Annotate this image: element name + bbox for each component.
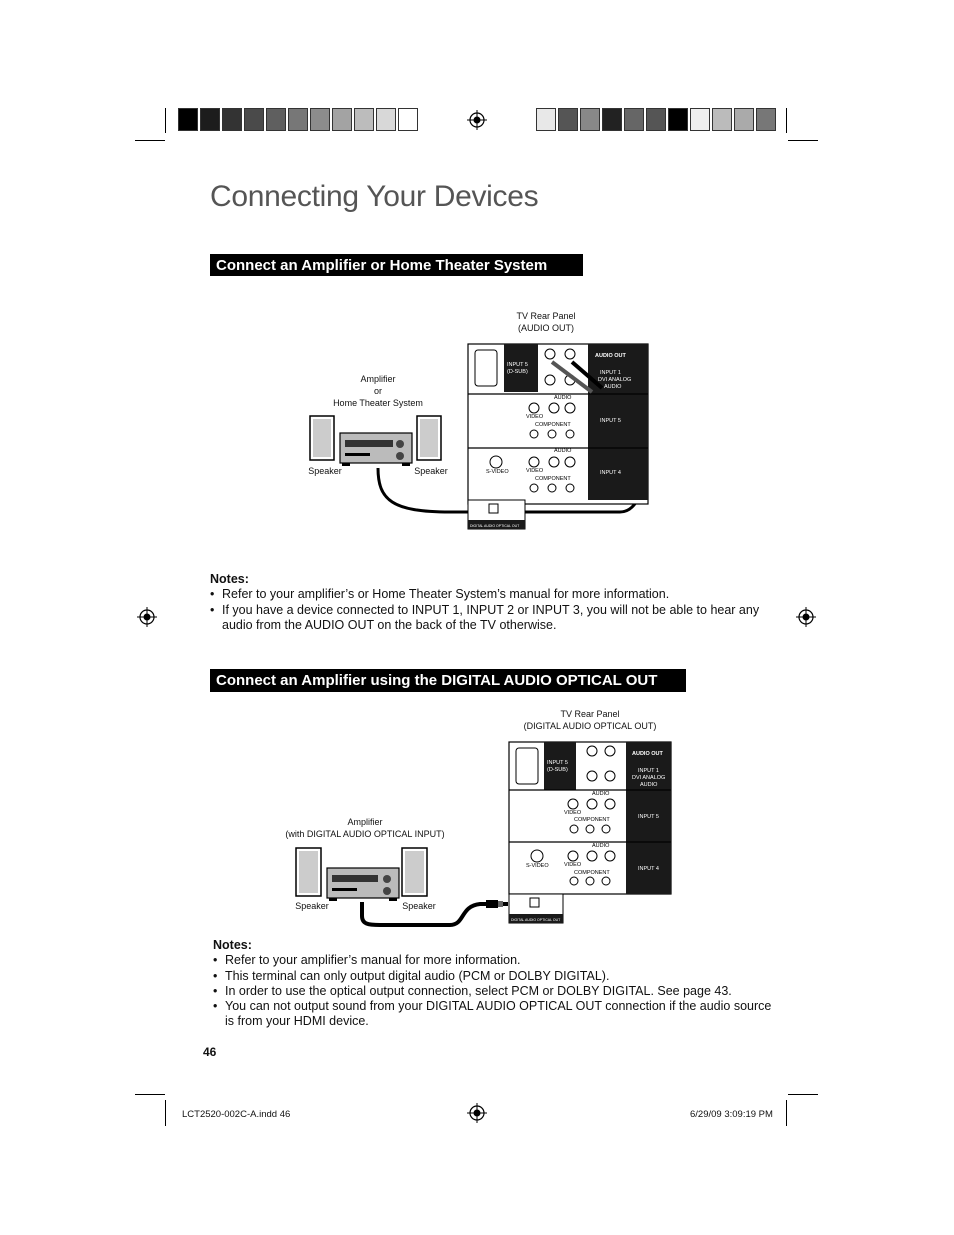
tv-rear-panel-2 (508, 741, 672, 924)
tv-rear-panel-1 (467, 343, 649, 530)
registration-mark-bottom-icon (467, 1103, 487, 1123)
p2-component-label-b: COMPONENT (574, 870, 610, 876)
section2-note: This terminal can only output digital au… (213, 969, 773, 985)
registration-mark-left-icon (137, 607, 157, 627)
p1-input4-row-label: INPUT 4 (600, 470, 621, 476)
p2-component-label-a: COMPONENT (574, 817, 610, 823)
tv-panel-caption-1: TV Rear Panel (AUDIO OUT) (516, 311, 576, 333)
footer-file: LCT2520-002C-A.indd 46 (182, 1109, 291, 1120)
p2-input1-sub: DVI ANALOG (632, 775, 665, 781)
registration-mark-top-icon (467, 110, 487, 130)
amplifier-caption-2: Amplifier (with DIGITAL AUDIO OPTICAL IN… (285, 817, 445, 839)
p2-digital-out-label: DIGITAL AUDIO OPTICAL OUT (511, 918, 561, 922)
p1-svideo-label: S-VIDEO (486, 469, 509, 475)
p1-digital-out-label: DIGITAL AUDIO OPTICAL OUT (470, 524, 520, 528)
p1-input1-label: INPUT 1 (600, 370, 621, 376)
section1-notes-heading: Notes: (210, 572, 249, 586)
p2-input1-label: INPUT 1 (638, 768, 659, 774)
p2-video-label-a: VIDEO (564, 810, 582, 816)
section1-note: Refer to your amplifier’s or Home Theate… (210, 587, 770, 603)
p1-input5-row-label: INPUT 5 (600, 418, 621, 424)
p1-component-label-a: COMPONENT (535, 422, 571, 428)
p1-input1-sub: DVI ANALOG (598, 377, 631, 383)
section2-note: Refer to your amplifier’s manual for mor… (213, 953, 773, 969)
page-number: 46 (203, 1045, 217, 1059)
p2-input5-label: INPUT 5 (547, 760, 568, 766)
amplifier-icon (339, 432, 413, 466)
p1-audio-out-label: AUDIO OUT (595, 353, 627, 359)
section1-note: If you have a device connected to INPUT … (210, 603, 770, 634)
optical-connection-diagram: INPUT 5 (D-SUB) AUDIO OUT INPUT 1 DVI AN… (295, 741, 672, 927)
p1-input5-sub: (D-SUB) (507, 369, 528, 375)
tv-panel-caption-2: TV Rear Panel (DIGITAL AUDIO OPTICAL OUT… (523, 709, 657, 731)
footer-timestamp: 6/29/09 3:09:19 PM (690, 1109, 773, 1120)
p2-input4-row-label: INPUT 4 (638, 866, 659, 872)
p2-audio-out-label: AUDIO OUT (632, 751, 664, 757)
speaker-right-label-1: Speaker (414, 466, 448, 476)
p2-svideo-label: S-VIDEO (526, 863, 549, 869)
speaker-right-label-2: Speaker (402, 901, 436, 911)
p1-audio-label-a: AUDIO (554, 395, 572, 401)
section2-notes-heading: Notes: (213, 938, 252, 952)
section2-notes: Notes: Refer to your amplifier’s manual … (213, 938, 773, 1030)
p2-audio-label-b: AUDIO (592, 843, 610, 849)
optical-plug (486, 900, 508, 908)
amplifier-caption-1: Amplifier or Home Theater System (333, 374, 423, 408)
p1-input5-label: INPUT 5 (507, 362, 528, 368)
section2-note: In order to use the optical output conne… (213, 984, 773, 1000)
p1-audio-label-b: AUDIO (554, 448, 572, 454)
registration-mark-right-icon (796, 607, 816, 627)
p2-audio-label-a: AUDIO (592, 791, 610, 797)
page-title: Connecting Your Devices (210, 180, 539, 213)
p1-component-label-b: COMPONENT (535, 476, 571, 482)
speaker-left-label-1: Speaker (308, 466, 342, 476)
p2-input5-sub: (D-SUB) (547, 767, 568, 773)
amplifier-connection-diagram: INPUT 5 (D-SUB) AUDIO OUT INPUT 1 DVI AN… (309, 343, 649, 530)
p2-input5-row-label: INPUT 5 (638, 814, 659, 820)
p2-input1-sub2: AUDIO (640, 782, 658, 788)
section1-notes: Notes: Refer to your amplifier’s or Home… (210, 572, 770, 633)
section2-note: You can not output sound from your DIGIT… (213, 999, 773, 1030)
section1-heading: Connect an Amplifier or Home Theater Sys… (210, 254, 583, 276)
optical-cable (360, 902, 486, 927)
speaker-left-icon-2 (295, 847, 322, 897)
p1-video-label-a: VIDEO (526, 414, 544, 420)
p2-video-label-b: VIDEO (564, 862, 582, 868)
p1-video-label-b: VIDEO (526, 468, 544, 474)
speaker-right-icon (416, 415, 442, 461)
speaker-right-icon-2 (401, 847, 428, 897)
amplifier-icon-2 (326, 867, 400, 901)
speaker-left-icon (309, 415, 335, 461)
section2-heading: Connect an Amplifier using the DIGITAL A… (210, 669, 686, 692)
p1-input1-sub2: AUDIO (604, 384, 622, 390)
speaker-left-label-2: Speaker (295, 901, 329, 911)
